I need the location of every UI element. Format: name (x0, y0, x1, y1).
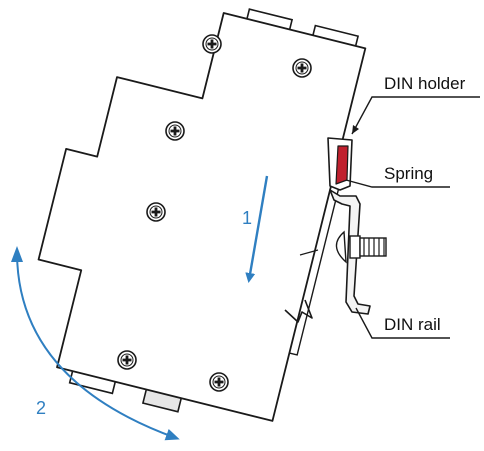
screw-icon-3 (165, 121, 185, 141)
label-din-rail: DIN rail (384, 315, 441, 334)
spring (335, 145, 349, 185)
screw-icon-4 (146, 202, 166, 222)
label-din-holder: DIN holder (384, 74, 466, 93)
step-2-arrow (15, 249, 180, 441)
screw-icon-6 (209, 372, 229, 392)
spring-leader (345, 179, 450, 188)
din-holder-leader (351, 96, 480, 135)
release-clip (284, 299, 313, 323)
label-spring: Spring (384, 164, 433, 183)
step-2-number: 2 (36, 398, 46, 418)
step-1-number: 1 (242, 208, 252, 228)
threaded-bolt-icon (335, 230, 387, 264)
screw-icon-5 (117, 350, 137, 370)
device-body (37, 12, 367, 422)
step-1-arrow (245, 175, 269, 283)
din-rail-leader (355, 307, 450, 339)
device-housing (37, 8, 367, 422)
screw-icon-2 (292, 58, 312, 78)
step-2-arrow-start (11, 246, 23, 262)
release-clip-edge (299, 249, 319, 256)
screw-icon-1 (202, 34, 222, 54)
